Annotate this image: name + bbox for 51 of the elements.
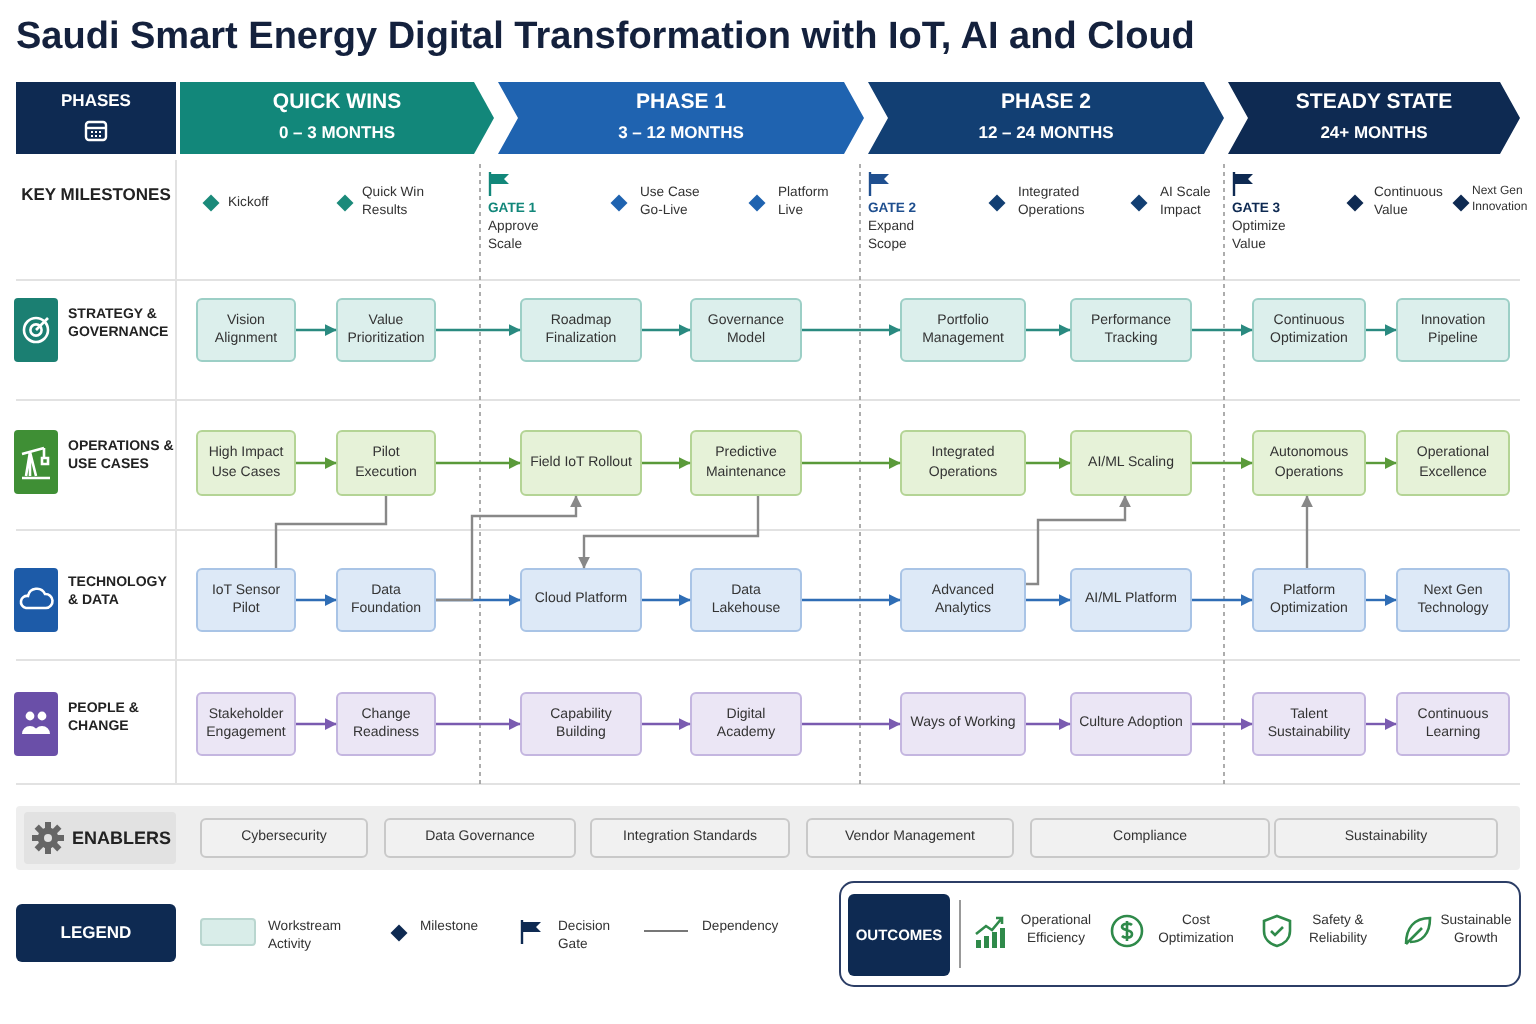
arrow: [296, 324, 337, 336]
arrow: [436, 718, 521, 730]
phase-banner: [1228, 82, 1520, 154]
dependency-connector: [1026, 495, 1131, 586]
arrow: [802, 718, 901, 730]
arrow: [802, 457, 901, 469]
phase-banner: [868, 82, 1224, 154]
phases-header-box: [16, 82, 176, 154]
arrow: [436, 457, 521, 469]
milestones-row-heading: KEY MILESTONES: [19, 184, 173, 207]
arrow: [296, 718, 337, 730]
arrow: [1026, 594, 1071, 606]
phase-duration: 12 – 24 MONTHS: [976, 122, 1116, 142]
phases-heading: PHASES: [59, 90, 133, 110]
phase-name: QUICK WINS: [270, 90, 404, 114]
arrow: [296, 457, 337, 469]
arrow: [1366, 324, 1397, 336]
arrow: [642, 324, 691, 336]
title: Saudi Smart Energy Digital Transformation with IoT, AI and Cloud: [16, 16, 1197, 60]
phase-name: PHASE 1: [634, 90, 728, 114]
arrow: [802, 324, 901, 336]
arrow: [1192, 457, 1253, 469]
phase-name: STEADY STATE: [1293, 90, 1455, 114]
enablers-heading-box: [24, 812, 176, 864]
arrow: [642, 594, 691, 606]
arrow: [1366, 594, 1397, 606]
arrow: [296, 594, 337, 606]
arrow: [642, 718, 691, 730]
dependency-connector: [436, 495, 582, 602]
dependency-connector: [578, 496, 760, 569]
arrow: [1366, 457, 1397, 469]
phase-banner: [180, 82, 494, 154]
arrow: [436, 324, 521, 336]
arrow: [1192, 718, 1253, 730]
phase-duration: 24+ MONTHS: [1318, 122, 1430, 142]
arrow: [1026, 718, 1071, 730]
arrow: [1192, 324, 1253, 336]
phase-duration: 0 – 3 MONTHS: [276, 122, 398, 142]
arrow: [1366, 718, 1397, 730]
phase-banner: [498, 82, 864, 154]
arrow: [642, 457, 691, 469]
dependency-connector: [1301, 495, 1313, 568]
arrow: [1026, 457, 1071, 469]
arrow: [802, 594, 901, 606]
legend-heading-box: LEGEND: [16, 904, 176, 962]
phase-duration: 3 – 12 MONTHS: [616, 122, 746, 142]
phase-name: PHASE 2: [999, 90, 1093, 114]
arrow: [1192, 594, 1253, 606]
enablers-heading: ENABLERS: [72, 828, 172, 848]
arrow: [1026, 324, 1071, 336]
dependency-connector: [274, 496, 388, 568]
